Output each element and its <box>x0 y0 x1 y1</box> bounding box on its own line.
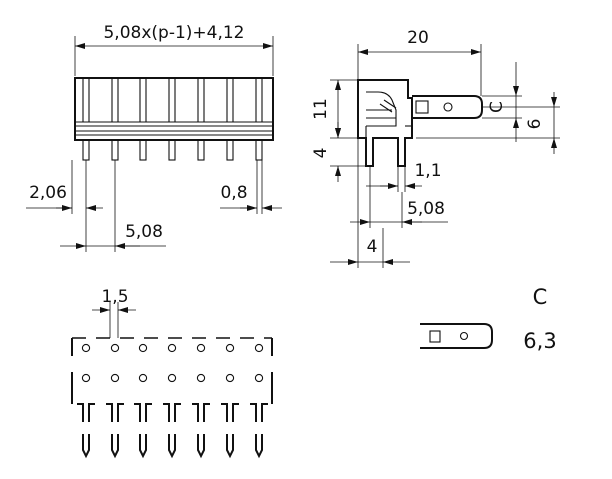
pcb-pin-tip <box>197 434 205 459</box>
pcb-hole-bottom <box>110 373 120 383</box>
front-pin <box>82 139 90 161</box>
pcb-layout-view: 1,5 <box>71 287 273 459</box>
hole-offset-label: 1,5 <box>101 287 128 307</box>
front-view: 5,08x(p-1)+4,12 2,06 5,08 0,8 <box>26 23 282 252</box>
pcb-hole-bottom <box>167 373 177 383</box>
pin-thickness-label: 0,8 <box>220 183 247 203</box>
front-ribs <box>82 78 263 122</box>
pcb-hole-bottom <box>254 373 264 383</box>
pcb-pin-tip <box>226 434 234 459</box>
pcb-hole-top <box>254 343 264 353</box>
tab-outline <box>412 95 483 119</box>
pcb-hole-top <box>196 343 206 353</box>
pcb-pin-tip <box>82 434 90 459</box>
pcb-pins <box>77 403 268 459</box>
pcb-pin-shoulder <box>250 403 268 422</box>
pcb-hole-bottom <box>138 373 148 383</box>
overall-width-label: 5,08x(p-1)+4,12 <box>103 23 244 43</box>
pcb-hole-bottom <box>196 373 206 383</box>
depth-label: 20 <box>407 28 429 48</box>
pin-offset-label: 1,1 <box>414 161 441 181</box>
edge-offset-label: 2,06 <box>29 183 67 203</box>
side-view: 20 11 4 C <box>311 28 560 268</box>
pcb-hole-bottom <box>225 373 235 383</box>
tab-height-label: 6 <box>525 119 545 130</box>
pcb-pin-shoulder <box>134 403 152 422</box>
base-offset-label: 4 <box>367 237 378 257</box>
pcb-pin-tip <box>168 434 176 459</box>
front-pin <box>168 139 176 161</box>
pcb-hole-top <box>225 343 235 353</box>
pcb-pin-tip <box>255 434 263 459</box>
pitch-label: 5,08 <box>125 222 163 242</box>
pcb-pin-tip <box>111 434 119 459</box>
pcb-hole-top <box>138 343 148 353</box>
front-pin <box>255 139 263 161</box>
table-header: C <box>533 285 548 309</box>
pin-length-label: 4 <box>311 148 331 159</box>
table-value: 6,3 <box>523 329 556 353</box>
front-pin <box>197 139 205 161</box>
tab-symbol <box>420 323 493 349</box>
front-pin <box>111 139 119 161</box>
front-pin <box>226 139 234 161</box>
pcb-pin-tip <box>139 434 147 459</box>
row-pitch-label: 5,08 <box>407 199 445 219</box>
pcb-pin-shoulder <box>221 403 239 422</box>
pcb-hole-bottom <box>81 373 91 383</box>
pcb-hole-top <box>110 343 120 353</box>
pcb-holes <box>81 343 264 383</box>
pcb-pin-shoulder <box>192 403 210 422</box>
pcb-pin-shoulder <box>106 403 124 422</box>
tab-size-table: C 6,3 <box>420 285 557 353</box>
front-pins <box>82 139 263 161</box>
pcb-hole-top <box>81 343 91 353</box>
pcb-pin-shoulder <box>77 403 95 422</box>
height-label: 11 <box>311 98 331 120</box>
pcb-hole-top <box>167 343 177 353</box>
front-pin <box>139 139 147 161</box>
pcb-pin-shoulder <box>163 403 181 422</box>
